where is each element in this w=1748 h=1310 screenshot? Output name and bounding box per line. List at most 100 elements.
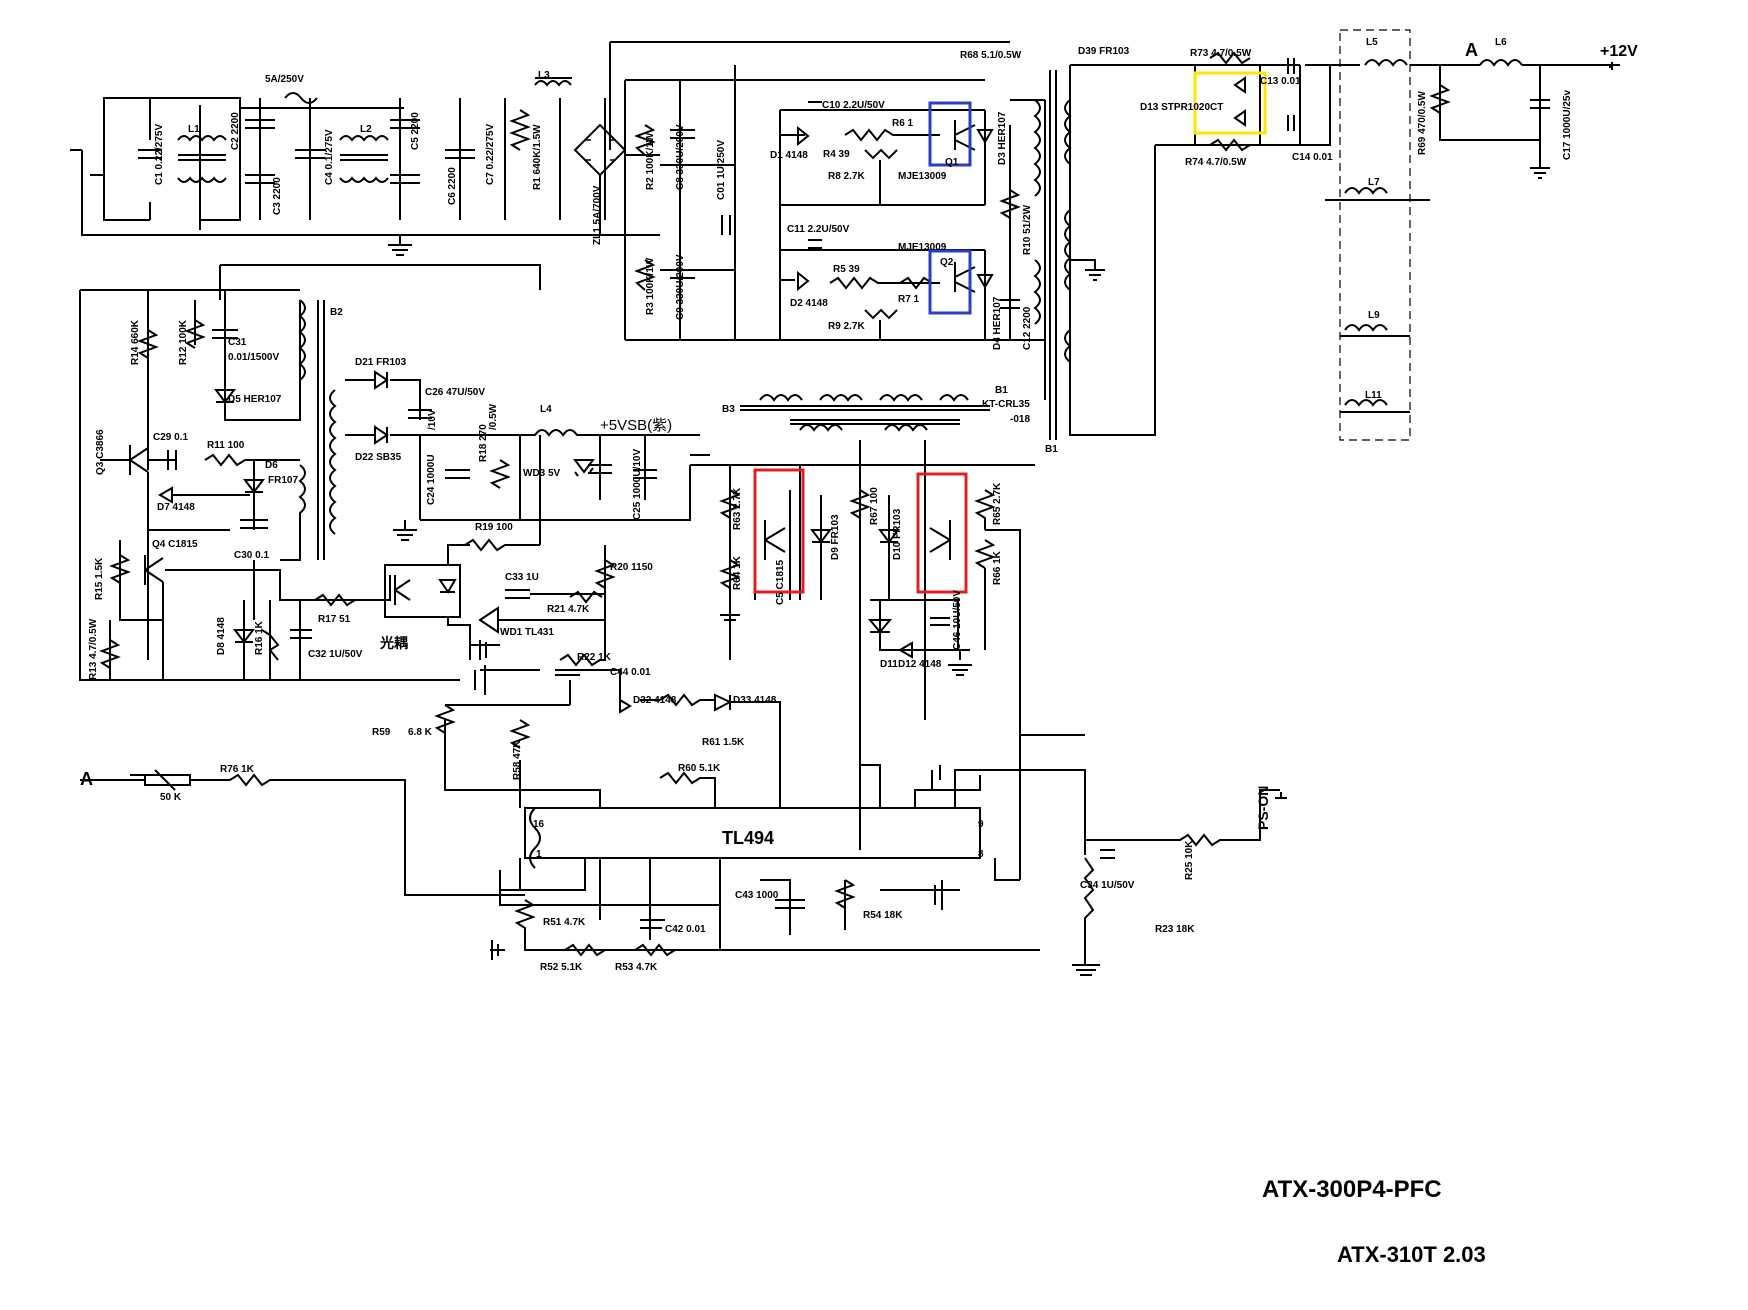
- label-r2: R2 100K/1W: [645, 132, 656, 190]
- rail-12v: +12V: [1600, 43, 1638, 60]
- label-c29: C29 0.1: [153, 432, 188, 443]
- label-c42: C42 0.01: [665, 924, 706, 935]
- rail-labels: +12V A A +5VSB(紫) PS-ON: [80, 40, 1638, 830]
- label-d5: D5 HER107: [228, 394, 282, 405]
- label-r18: R18 270: [478, 424, 489, 462]
- tl494-pin8: 8: [978, 849, 984, 860]
- label-d22: D22 SB35: [355, 452, 402, 463]
- label-b3: B3: [722, 404, 735, 415]
- label-r67: R67 100: [869, 487, 880, 525]
- label-r7: R7 1: [898, 294, 920, 305]
- label-c44: C44 0.01: [610, 667, 651, 678]
- driver-left-highlight: [753, 468, 805, 594]
- label-r25: R25 10K: [1184, 840, 1195, 880]
- label-d12: D12 4148: [898, 659, 942, 670]
- tl494-pin1: 1: [536, 849, 542, 860]
- label-l2: L2: [360, 124, 372, 135]
- q1-highlight: [928, 101, 972, 167]
- label-r9: R9 2.7K: [828, 321, 865, 332]
- label-b2: B2: [330, 307, 343, 318]
- label-b1type: KT-CRL35: [982, 399, 1030, 410]
- label-c1: C1 0.22/275V: [154, 124, 165, 185]
- label-c5: C5 2200: [410, 112, 421, 150]
- label-c7: C7 0.22/275V: [485, 124, 496, 185]
- label-r10: R10 51/2W: [1022, 204, 1033, 255]
- label-r66: R66 1K: [992, 550, 1003, 585]
- label-c5b: C5 C1815: [775, 560, 786, 605]
- label-r76: R76 1K: [220, 764, 255, 775]
- label-r59v: 6.8 K: [408, 727, 433, 738]
- tl494-pin9: 9: [978, 819, 984, 830]
- label-c32: C32 1U/50V: [308, 649, 363, 660]
- label-d7: D7 4148: [157, 502, 195, 513]
- label-b1: B1: [995, 385, 1008, 396]
- input-filter: [70, 77, 660, 256]
- label-opto: 光耦: [379, 635, 408, 651]
- label-r58: R58 47K: [512, 740, 523, 780]
- label-r15: R15 1.5K: [94, 557, 105, 600]
- tl494-control: [80, 665, 1287, 976]
- label-b1sub: -018: [1010, 414, 1030, 425]
- rail-5vsb: +5VSB(紫): [600, 417, 672, 434]
- label-r1: R1 640K/1.5W: [532, 124, 543, 190]
- label-q4: Q4 C1815: [152, 539, 198, 550]
- label-c8: C8 330U/200V: [675, 124, 686, 190]
- label-r13: R13 4.7/0.5W: [88, 618, 99, 680]
- highlights: [753, 71, 1267, 594]
- label-d6t: FR107: [268, 475, 298, 486]
- label-pot: 50 K: [160, 792, 182, 803]
- label-c26: C26 47U/50V: [425, 387, 485, 398]
- label-c31: C31: [228, 337, 247, 348]
- standby-converter: [79, 264, 541, 681]
- label-fuse: 5A/250V: [265, 74, 304, 85]
- node-a-left: A: [80, 769, 93, 789]
- label-c11: C11 2.2U/50V: [787, 224, 850, 235]
- label-c10: C10 2.2U/50V: [822, 100, 885, 111]
- label-c17: C17 1000U/25v: [1562, 90, 1573, 160]
- label-r20: R20 1150: [610, 562, 653, 573]
- label-c14: C14 0.01: [1292, 152, 1333, 163]
- label-r4: R4 39: [823, 149, 850, 160]
- label-c2: C2 2200: [230, 112, 241, 150]
- secondary-12v: [1155, 29, 1620, 441]
- title-block: ATX-300P4-PFC ATX-310T 2.03: [1262, 1176, 1486, 1267]
- label-r54: R54 18K: [863, 910, 903, 921]
- label-d2: D2 4148: [790, 298, 828, 309]
- label-r19: R19 100: [475, 522, 513, 533]
- label-r73: R73 4.7/0.5W: [1190, 48, 1252, 59]
- tl494-pin16: 16: [533, 819, 545, 830]
- label-r74: R74 4.7/0.5W: [1185, 157, 1247, 168]
- label-r22: R22 1K: [577, 652, 612, 663]
- label-c31v: 0.01/1500V: [228, 352, 279, 363]
- label-r8: R8 2.7K: [828, 171, 865, 182]
- vsb-output: [329, 370, 710, 667]
- label-l5: L5: [1366, 37, 1378, 48]
- label-r61: R61 1.5K: [702, 737, 745, 748]
- rail-ps-on: PS-ON: [1255, 786, 1271, 830]
- label-r51: R51 4.7K: [543, 917, 586, 928]
- label-c46: C46 10U/50V: [952, 590, 963, 650]
- label-r16: R16 1K: [254, 620, 265, 655]
- q2-highlight: [928, 249, 972, 315]
- component-labels: C1 0.22/275V L1 C2 2200 C3 2200 5A/250V …: [88, 37, 1573, 973]
- label-c6: C6 2200: [447, 167, 458, 205]
- label-q1type: MJE13009: [898, 171, 947, 182]
- label-r6: R6 1: [892, 118, 914, 129]
- label-r12: R12 100K: [178, 319, 189, 365]
- label-r68: R68 5.1/0.5W: [960, 50, 1022, 61]
- half-bridge-primary: [609, 41, 1046, 432]
- label-d10: D10 FR103: [892, 508, 903, 560]
- label-r60: R60 5.1K: [678, 763, 721, 774]
- label-c9: C9 330U/200V: [675, 254, 686, 320]
- label-c24: C24 1000U: [426, 454, 437, 505]
- label-r52: R52 5.1K: [540, 962, 583, 973]
- label-d6: D6: [265, 460, 278, 471]
- label-d9: D9 FR103: [830, 514, 841, 560]
- label-c4: C4 0.1/275V: [324, 129, 335, 185]
- label-l4: L4: [540, 404, 552, 415]
- label-r3: R3 100K/1W: [645, 257, 656, 315]
- main-transformer-b1: [1033, 64, 1300, 440]
- label-c25: C25 1000U/10V: [632, 449, 643, 520]
- label-l3: L3: [538, 70, 550, 81]
